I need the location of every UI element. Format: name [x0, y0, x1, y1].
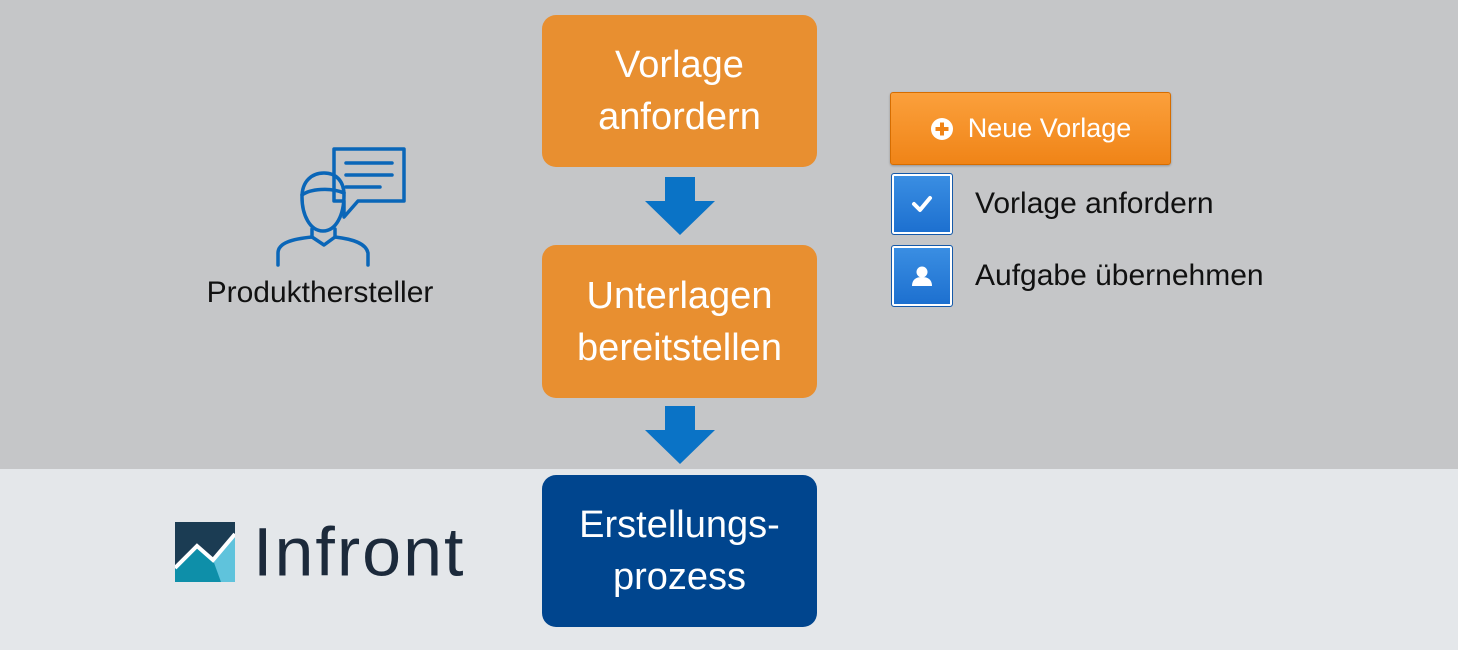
infront-logo: Infront	[175, 513, 466, 591]
step-provide-documents: Unterlagen bereitstellen	[542, 245, 817, 398]
plus-circle-icon	[930, 117, 953, 140]
user-icon	[912, 266, 932, 286]
new-template-button-label: Neue Vorlage	[967, 113, 1132, 143]
person-speech-icon	[276, 147, 406, 267]
step-request-template: Vorlage anfordern	[542, 15, 817, 167]
step-creation-process: Erstellungs- prozess	[542, 475, 817, 627]
new-template-button[interactable]: Neue Vorlage	[890, 92, 1171, 165]
request-template-label: Vorlage anfordern	[975, 187, 1214, 220]
infront-logo-mark-icon	[175, 522, 235, 582]
check-icon	[912, 196, 932, 212]
down-arrow-icon	[645, 177, 715, 235]
take-task-label: Aufgabe übernehmen	[975, 259, 1264, 292]
take-task-action[interactable]	[891, 245, 953, 307]
actor-label: Produkthersteller	[206, 276, 434, 309]
request-template-action[interactable]	[891, 173, 953, 235]
down-arrow-icon	[645, 406, 715, 464]
infront-logo-text: Infront	[253, 513, 466, 591]
